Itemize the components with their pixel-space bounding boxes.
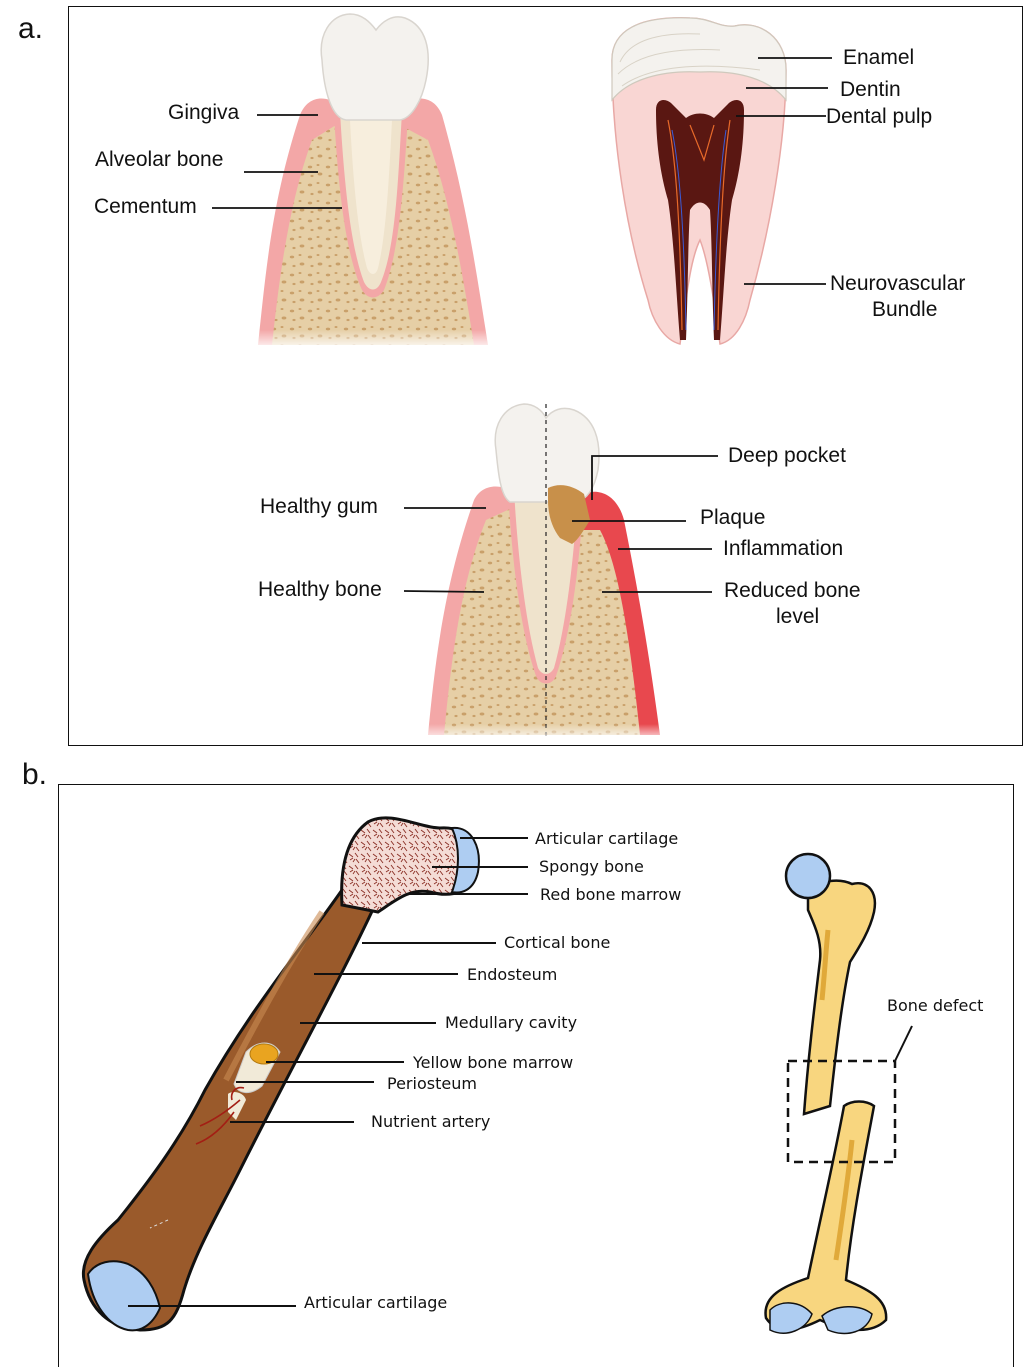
label-cementum: Cementum (94, 195, 197, 218)
label-endosteum: Endosteum (467, 965, 557, 984)
healthy-tooth-illustration (250, 14, 500, 350)
label-cortical-bone: Cortical bone (504, 933, 610, 952)
label-articular-cartilage-top: Articular cartilage (535, 829, 678, 848)
femur-defect-illustration (766, 854, 887, 1333)
label-yellow-bone-marrow: Yellow bone marrow (412, 1053, 573, 1072)
label-dentin: Dentin (840, 78, 901, 101)
label-enamel: Enamel (843, 46, 914, 69)
tooth-anatomy-illustration (612, 18, 786, 344)
label-dental-pulp: Dental pulp (826, 105, 932, 128)
label-deep-pocket: Deep pocket (728, 444, 846, 467)
label-red-bone-marrow: Red bone marrow (540, 885, 681, 904)
label-periosteum: Periosteum (387, 1074, 477, 1093)
label-nutrient-artery: Nutrient artery (371, 1112, 490, 1131)
periodontitis-illustration (420, 404, 670, 742)
label-reduced-bone-line1: Reduced bone (724, 579, 861, 602)
label-medullary-cavity: Medullary cavity (445, 1013, 577, 1032)
label-neurovascular-line2: Bundle (872, 298, 937, 321)
label-neurovascular-line1: Neurovascular (830, 272, 965, 295)
label-gingiva: Gingiva (168, 101, 240, 124)
label-inflammation: Inflammation (723, 537, 843, 560)
label-alveolar-bone: Alveolar bone (95, 148, 223, 171)
label-healthy-bone: Healthy bone (258, 578, 382, 601)
label-spongy-bone: Spongy bone (539, 857, 644, 876)
label-articular-cartilage-bottom: Articular cartilage (304, 1293, 447, 1312)
label-reduced-bone-line2: level (776, 605, 819, 628)
label-healthy-gum: Healthy gum (260, 495, 378, 518)
label-plaque: Plaque (700, 506, 765, 529)
label-bone-defect: Bone defect (887, 996, 983, 1015)
bone-defect-leader (895, 1026, 912, 1061)
